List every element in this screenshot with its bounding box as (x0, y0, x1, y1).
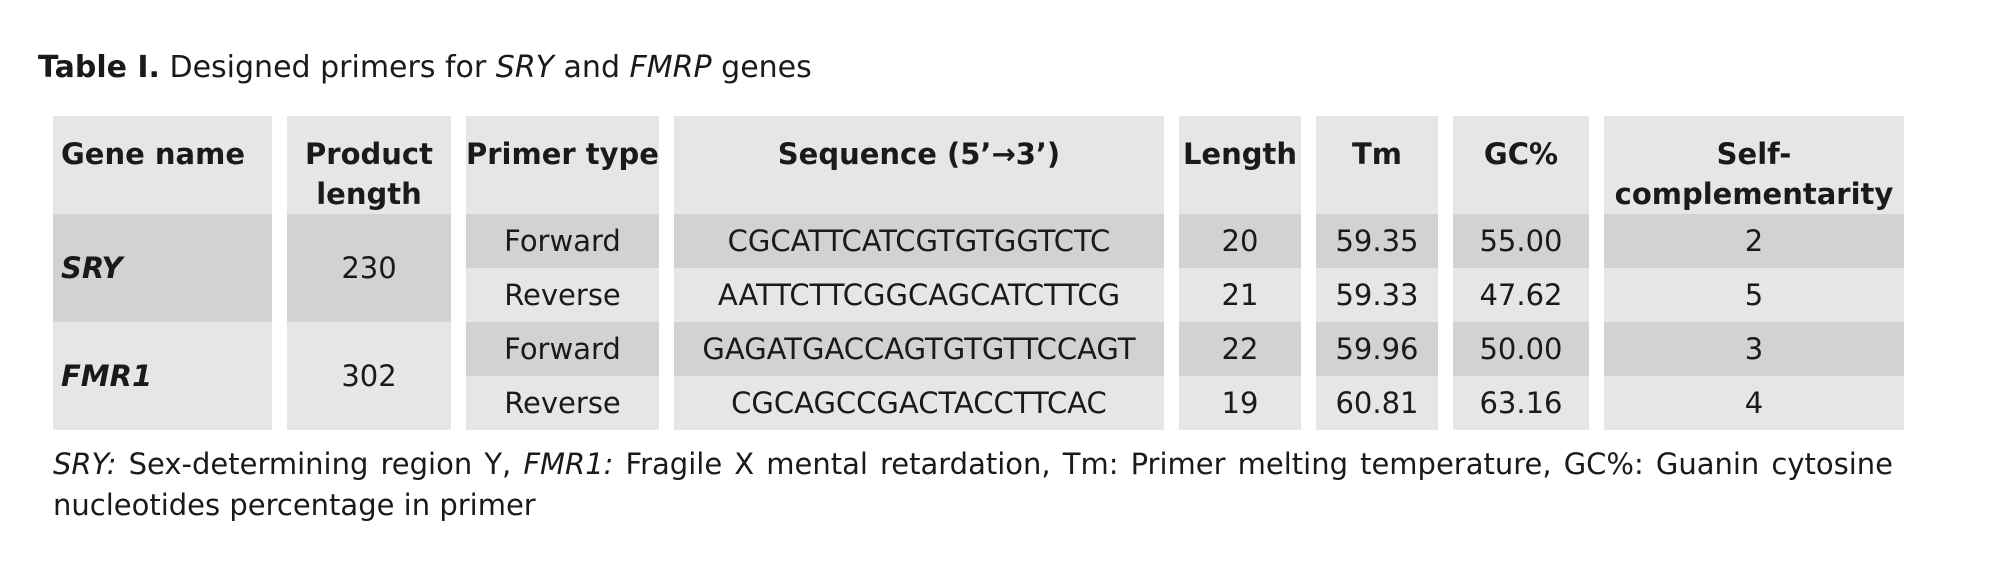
table-row: Reverse CGCAGCCGACTACCTTCAC 19 60.81 63.… (53, 376, 1904, 430)
header-gene-name: Gene name (53, 116, 272, 214)
table-row: FMR1 302 Forward GAGATGACCAGTGTGTTCCAGT … (53, 322, 1904, 430)
gc-cell: 47.62 (1452, 268, 1589, 322)
caption-text: Designed primers for (159, 50, 496, 85)
sequence-cell: CGCAGCCGACTACCTTCAC (673, 376, 1164, 430)
gc-cell: 50.00 (1452, 322, 1589, 376)
gene-name-cell: SRY (53, 214, 272, 322)
length-cell: 21 (1178, 268, 1301, 322)
header-gc: GC% (1452, 116, 1589, 214)
caption-gene-sry: SRY (495, 50, 555, 85)
self-comp-cell: 3 (1603, 322, 1904, 376)
tm-cell: 59.96 (1315, 322, 1438, 376)
table-footnote: SRY: Sex-determining region Y, FMR1: Fra… (53, 444, 1893, 526)
caption-text: and (554, 50, 630, 85)
self-comp-cell: 4 (1603, 376, 1904, 430)
gc-cell: 63.16 (1452, 376, 1589, 430)
header-tm: Tm (1315, 116, 1438, 214)
gene-name-cell: FMR1 (53, 322, 272, 430)
primer-type-cell: Reverse (466, 268, 659, 322)
header-primer-type: Primer type (466, 116, 659, 214)
footnote-definition: Sex-determining region Y, (116, 447, 524, 481)
primer-type-cell: Forward (466, 322, 659, 376)
table-caption: Table I. Designed primers for SRY and FM… (38, 46, 812, 90)
product-length-cell: 230 (287, 214, 451, 322)
caption-label: Table I. (38, 50, 160, 85)
caption-gene-fmrp: FMRP (629, 50, 712, 85)
self-comp-cell: 5 (1603, 268, 1904, 322)
tm-cell: 59.33 (1315, 268, 1438, 322)
footnote-abbr-fmr1: FMR1: (523, 447, 614, 481)
gc-cell: 55.00 (1452, 214, 1589, 268)
sequence-cell: GAGATGACCAGTGTGTTCCAGT (673, 322, 1164, 376)
length-cell: 19 (1178, 376, 1301, 430)
length-cell: 22 (1178, 322, 1301, 376)
sequence-cell: AATTCTTCGGCAGCATCTTCG (673, 268, 1164, 322)
primer-type-cell: Reverse (466, 376, 659, 430)
tm-cell: 59.35 (1315, 214, 1438, 268)
header-self-complementarity: Self-complementarity (1603, 116, 1904, 214)
product-length-cell: 302 (287, 322, 451, 430)
tm-cell: 60.81 (1315, 376, 1438, 430)
footnote-definition: Fragile X mental retardation, Tm: Primer… (53, 447, 1893, 522)
primer-type-cell: Forward (466, 214, 659, 268)
self-comp-cell: 2 (1603, 214, 1904, 268)
sequence-cell: CGCATTCATCGTGTGGTCTC (673, 214, 1164, 268)
header-length: Length (1178, 116, 1301, 214)
length-cell: 20 (1178, 214, 1301, 268)
header-sequence: Sequence (5’→3’) (673, 116, 1164, 214)
caption-text: genes (711, 50, 812, 85)
footnote-abbr-sry: SRY: (53, 447, 117, 481)
table-row: SRY 230 Forward CGCATTCATCGTGTGGTCTC 20 … (53, 214, 1904, 322)
table-row: Reverse AATTCTTCGGCAGCATCTTCG 21 59.33 4… (53, 268, 1904, 322)
